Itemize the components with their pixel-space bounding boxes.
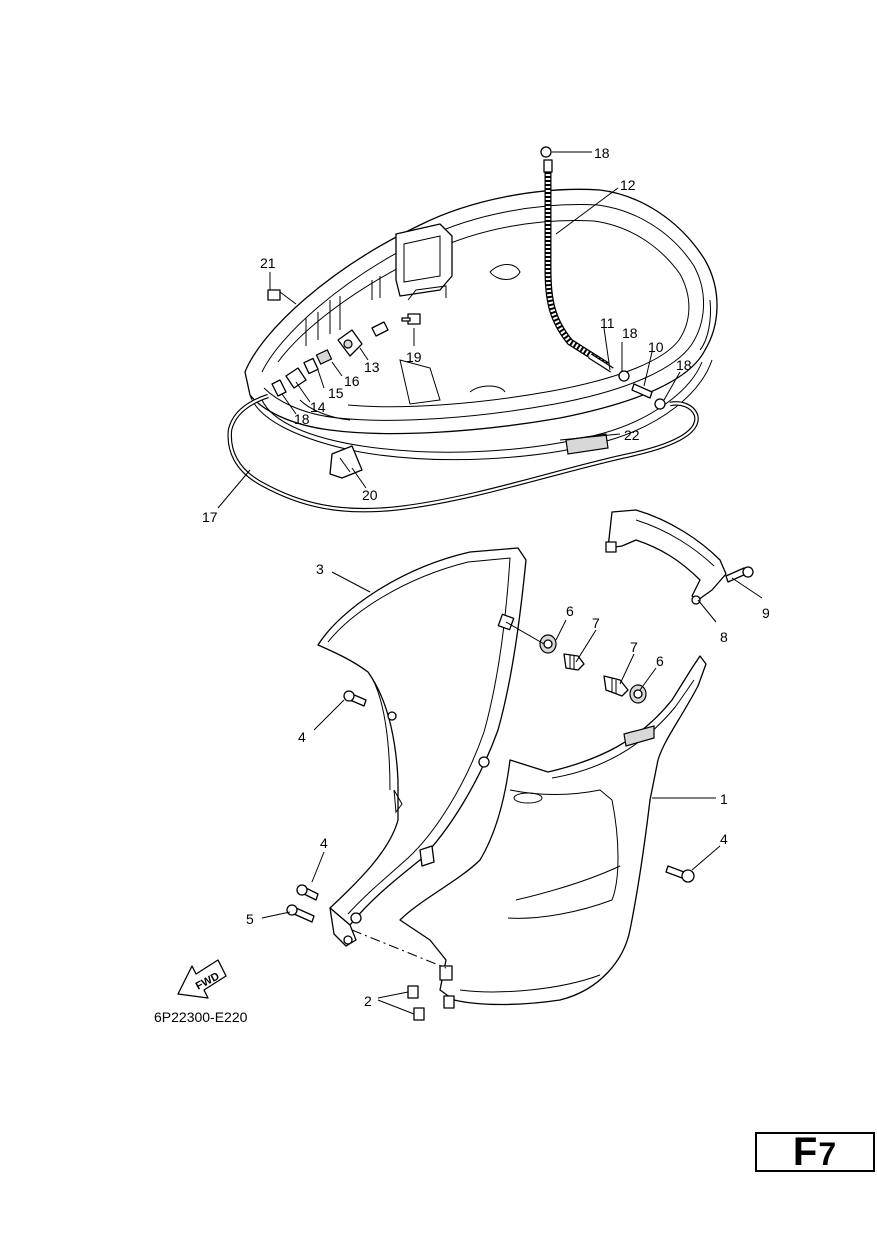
- callout-13: 13: [364, 359, 380, 375]
- front-lower-part: [329, 845, 435, 947]
- bolt-4-lower: [296, 884, 319, 901]
- callout-18: 18: [622, 325, 638, 341]
- grommet-6-right: [629, 684, 647, 704]
- wire-17: [227, 393, 699, 513]
- callout-4: 4: [298, 729, 306, 745]
- callout-6: 6: [566, 603, 574, 619]
- grommet-6-left: [539, 634, 557, 654]
- callout-18: 18: [594, 145, 610, 161]
- nut-2-lower: [413, 995, 455, 1021]
- bolt-4-right: [665, 865, 695, 883]
- callout-18: 18: [676, 357, 692, 373]
- callout-8: 8: [720, 629, 728, 645]
- cowling-side-3: [317, 547, 527, 926]
- callout-6: 6: [656, 653, 664, 669]
- callout-3: 3: [316, 561, 324, 577]
- callout-21: 21: [260, 255, 276, 271]
- hose-clip-18-top: [540, 146, 552, 158]
- callout-16: 16: [344, 373, 360, 389]
- fitting-10: [618, 370, 666, 410]
- callout-10: 10: [648, 339, 664, 355]
- bracket-8: [605, 509, 727, 605]
- page-label: F7: [755, 1132, 875, 1172]
- callout-5: 5: [246, 911, 254, 927]
- page-label-number: 7: [818, 1136, 838, 1172]
- callout-4: 4: [720, 831, 728, 847]
- callout-9: 9: [762, 605, 770, 621]
- callout-15: 15: [328, 385, 344, 401]
- fwd-arrow-icon: FWD: [177, 959, 227, 999]
- bolt-9: [725, 566, 754, 583]
- callout-7: 7: [630, 639, 638, 655]
- small-parts: [267, 289, 421, 479]
- callout-7: 7: [592, 615, 600, 631]
- pin-7-left: [563, 653, 585, 671]
- figure-code: 6P22300-E220: [154, 1009, 248, 1025]
- leader-lines: [217, 151, 763, 1015]
- nut-2-upper: [407, 965, 453, 999]
- callout-20: 20: [362, 487, 378, 503]
- cowling-side-1: [399, 655, 707, 1006]
- pin-7-right: [603, 675, 629, 697]
- callout-17: 17: [202, 509, 218, 525]
- callout-18: 18: [294, 411, 310, 427]
- callout-1: 1: [720, 791, 728, 807]
- bolt-4-upper: [343, 690, 367, 707]
- callout-12: 12: [620, 177, 636, 193]
- bolt-5: [286, 904, 315, 923]
- callout-14: 14: [310, 399, 326, 415]
- callout-numbers: 18 12 21 11 18 10 18 19 13 16 15 14 18 2…: [202, 145, 770, 1009]
- callout-22: 22: [624, 427, 640, 443]
- callout-19: 19: [406, 349, 422, 365]
- assembly-centerline: [351, 929, 447, 969]
- page-label-letter: F: [792, 1130, 819, 1174]
- callout-2: 2: [364, 993, 372, 1009]
- hose-12: [543, 159, 614, 373]
- callout-11: 11: [600, 315, 615, 331]
- callout-4: 4: [320, 835, 328, 851]
- page-label-text: F7: [793, 1132, 837, 1172]
- cowling-tray: [244, 188, 718, 461]
